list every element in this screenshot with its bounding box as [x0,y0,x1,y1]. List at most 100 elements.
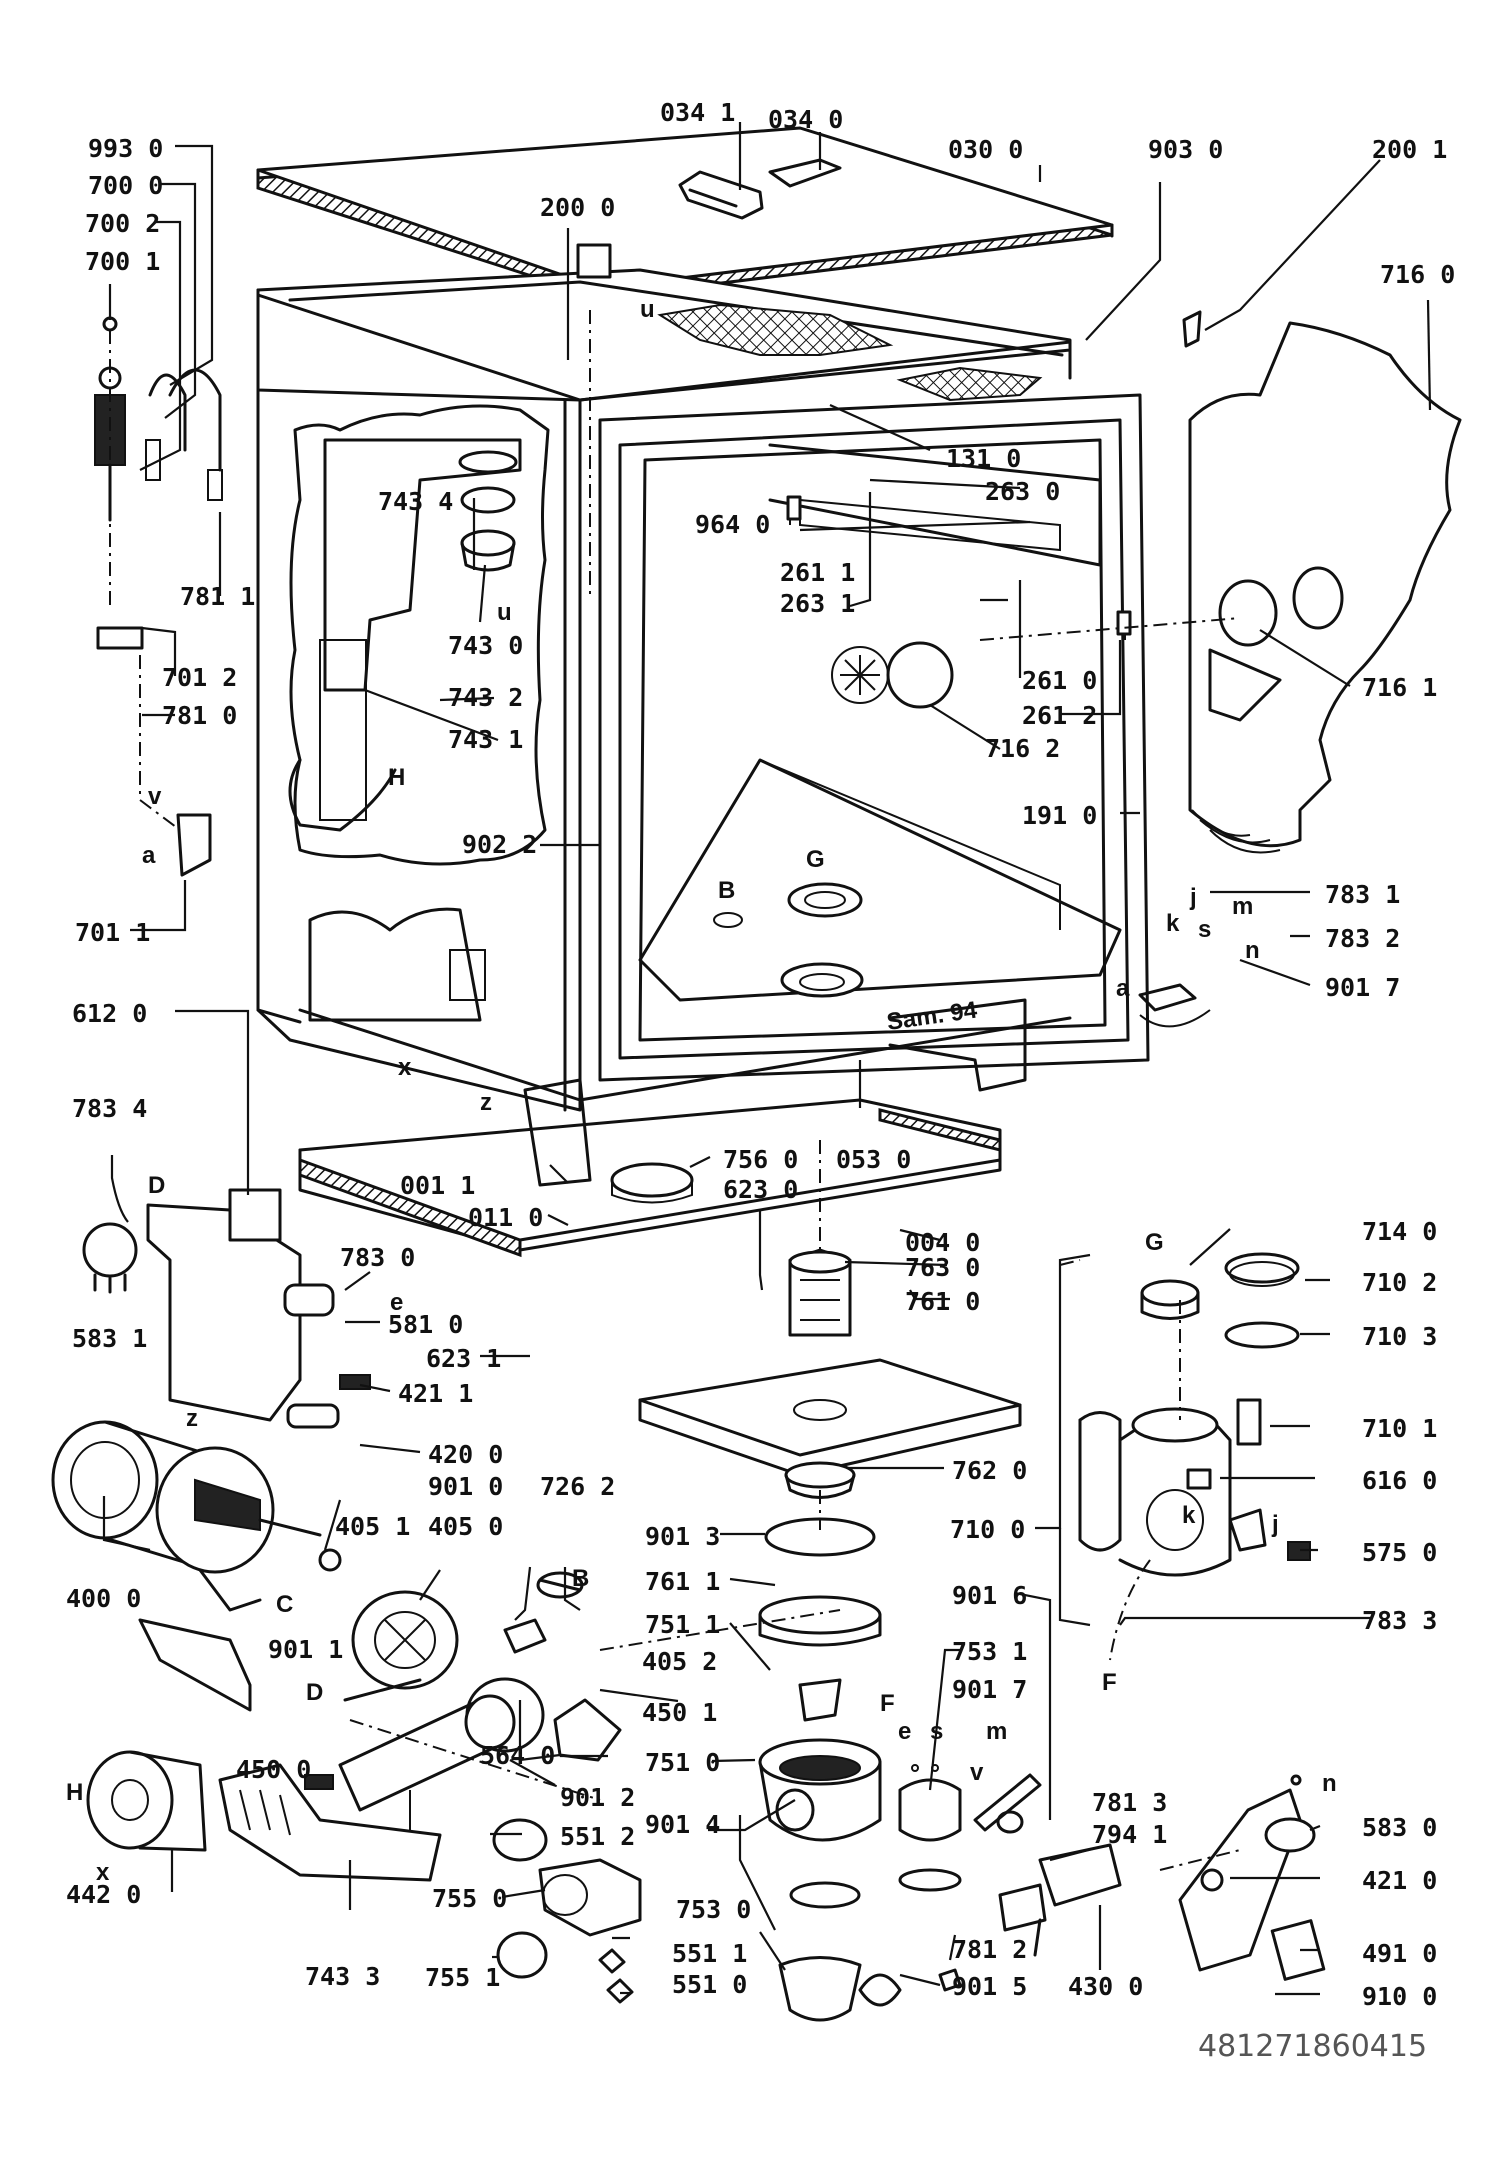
part-label-714-0: 714 0 [1362,1217,1437,1246]
part-label-743-3: 743 3 [305,1962,380,1991]
part-label-261-0: 261 0 [1022,666,1097,695]
part-label-450-0: 450 0 [236,1755,311,1784]
connection-letter-h-fan: H [66,1779,83,1806]
part-label-001-1: 001 1 [400,1171,475,1200]
part-label-751-1: 751 1 [645,1610,720,1639]
connection-letter-f-sump: F [880,1690,895,1717]
part-label-405-2: 405 2 [642,1647,717,1676]
connection-letter-e-sump: e [898,1718,911,1745]
part-label-781-1: 781 1 [180,582,255,611]
part-label-756-0: 756 0 [723,1145,798,1174]
connection-letter-x-base: x [398,1054,412,1081]
side-cutaway [289,404,550,1022]
part-label-710-0: 710 0 [950,1515,1025,1544]
connection-letter-group: u u v a H B G x z D e z k s j m n a G k … [66,296,1337,1886]
left-hoses [94,243,612,877]
part-label-551-0: 551 0 [672,1970,747,1999]
part-label-753-1: 753 1 [952,1637,1027,1666]
right-bracket-plate [1178,1774,1326,1981]
part-label-623-0: 623 0 [723,1175,798,1204]
cabinet-body [256,268,1072,1112]
part-label-564-0: 564 0 [480,1741,555,1770]
connection-letter-b-tub: B [718,877,735,904]
connection-letter-m-sump: m [986,1718,1007,1745]
part-label-763-0: 763 0 [905,1253,980,1282]
connection-letter-k-softener: k [1182,1502,1196,1529]
part-label-612-0: 612 0 [72,999,147,1028]
part-label-783-1: 783 1 [1325,880,1400,909]
connection-letter-j-conn: j [1189,884,1197,911]
part-label-901-1: 901 1 [268,1635,343,1664]
sump-assembly [638,1248,1022,2022]
part-label-901-2: 901 2 [560,1783,635,1812]
tub-and-door-frame [598,393,1150,1082]
connection-letter-d-pump: D [306,1679,323,1706]
part-label-710-1: 710 1 [1362,1414,1437,1443]
part-label-710-2: 710 2 [1362,1268,1437,1297]
part-label-616-0: 616 0 [1362,1466,1437,1495]
part-label-901-7-a: 901 7 [1325,973,1400,1002]
heater-element [304,1694,516,1830]
part-label-743-4: 743 4 [378,487,453,516]
part-label-053-0: 053 0 [836,1145,911,1174]
connection-letter-c-pump: C [276,1591,293,1618]
connection-letter-n-conn: n [1245,937,1260,964]
part-label-700-2: 700 2 [85,209,160,238]
part-label-753-0: 753 0 [676,1895,751,1924]
part-label-743-2: 743 2 [448,683,523,712]
assembly-axis-lines [109,310,1241,1871]
connection-letter-s-sump: s [930,1718,943,1745]
connection-letter-s-conn: s [1198,916,1211,943]
connection-letter-v-left: v [148,783,162,810]
part-label-783-3: 783 3 [1362,1606,1437,1635]
part-label-751-0: 751 0 [645,1748,720,1777]
part-label-726-2: 726 2 [540,1472,615,1501]
part-label-716-0: 716 0 [1380,260,1455,289]
part-label-783-4: 783 4 [72,1094,147,1123]
part-label-623-1: 623 1 [426,1344,501,1373]
part-label-993-0: 993 0 [88,134,163,163]
part-label-405-1: 405 1 [335,1512,410,1541]
part-label-583-0: 583 0 [1362,1813,1437,1842]
connection-letter-d-left: D [148,1172,165,1199]
part-label-400-0: 400 0 [66,1584,141,1613]
top-insulation-mesh [657,303,1043,402]
part-label-701-1: 701 1 [75,918,150,947]
connection-letter-n-valve: n [1322,1770,1337,1797]
connection-letter-v-sump: v [970,1759,984,1786]
part-label-783-0: 783 0 [340,1243,415,1272]
part-label-700-1: 700 1 [85,247,160,276]
part-label-261-1: 261 1 [780,558,855,587]
part-label-964-0: 964 0 [695,510,770,539]
water-softener [1078,1252,1311,1577]
worktop-lid [256,126,1114,300]
part-label-783-2: 783 2 [1325,924,1400,953]
connection-letter-e-pressure: e [390,1289,403,1316]
motor [51,1420,322,1612]
connection-letter-u-top: u [640,296,655,323]
part-label-263-0: 263 0 [985,477,1060,506]
part-label-575-0: 575 0 [1362,1538,1437,1567]
part-label-743-0: 743 0 [448,631,523,660]
part-label-551-2: 551 2 [560,1822,635,1851]
drain-pipes [492,1818,642,2004]
connection-letter-u-mid: u [497,599,512,626]
connection-letter-j-softener: j [1271,1511,1279,1538]
part-label-420-0: 420 0 [428,1440,503,1469]
part-label-716-2: 716 2 [985,734,1060,763]
part-label-910-0: 910 0 [1362,1982,1437,2011]
document-code: 481271860415 [1198,2029,1427,2064]
part-label-700-0: 700 0 [88,171,163,200]
control-frame [82,1188,371,1429]
part-label-004-0: 004 0 [905,1228,980,1257]
connection-letter-z-frame: z [186,1405,198,1432]
part-label-901-3: 901 3 [645,1522,720,1551]
base-tray [298,1098,1002,1258]
part-label-191-0: 191 0 [1022,801,1097,830]
part-label-902-2: 902 2 [462,830,537,859]
part-label-group: 993 0 700 0 700 2 700 1 781 1 701 2 781 … [66,98,1455,2011]
part-label-263-1: 263 1 [780,589,855,618]
part-label-781-2: 781 2 [952,1935,1027,1964]
power-plug [1138,983,1211,1028]
